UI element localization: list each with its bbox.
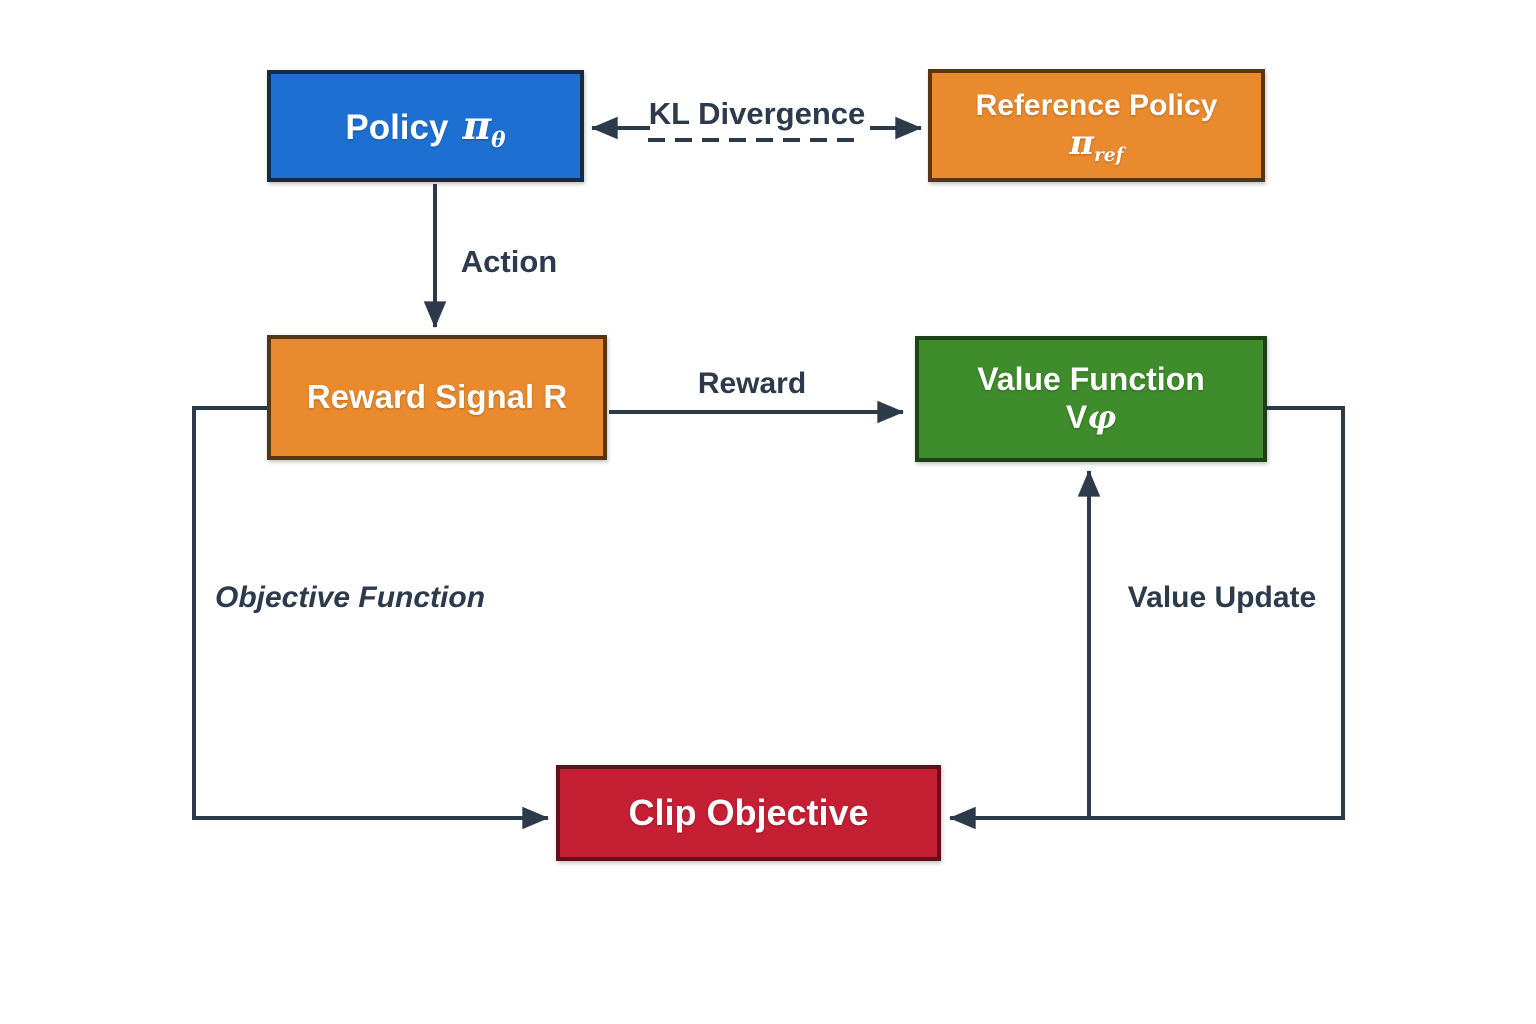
policy-node-label: Policy πθ [345, 102, 506, 153]
action-label: Action [460, 244, 558, 279]
reward-signal-node: Reward Signal R [267, 335, 607, 460]
reference-policy-node-label: Reference Policy [975, 88, 1218, 122]
clip-objective-node-label: Clip Objective [628, 791, 869, 833]
pi-subscript: θ [491, 127, 506, 153]
kl-divergence-label: KL Divergence [648, 96, 866, 131]
phi-symbol: φ [1087, 398, 1117, 436]
value-update-label: Value Update [1127, 581, 1317, 614]
pi-ref-subscript: ref [1093, 145, 1124, 167]
clip-objective-node: Clip Objective [556, 765, 941, 861]
policy-node: Policy πθ [267, 70, 584, 182]
reward-label: Reward [697, 367, 807, 400]
pi-symbol: π [1069, 122, 1094, 163]
value-loop-arrow [949, 406, 1345, 830]
reward-signal-node-label: Reward Signal R [306, 378, 568, 416]
value-function-node-symbol: Vφ [1065, 398, 1117, 436]
pi-symbol: π [462, 102, 492, 149]
reference-policy-node-symbol: πref [1069, 122, 1124, 167]
reference-policy-node: Reference Policy πref [928, 69, 1265, 182]
objective-function-arrow [192, 406, 549, 830]
objective-function-label: Objective Function [214, 581, 486, 614]
value-function-node-label: Value Function [977, 361, 1205, 398]
value-function-node: Value Function Vφ [915, 336, 1267, 462]
